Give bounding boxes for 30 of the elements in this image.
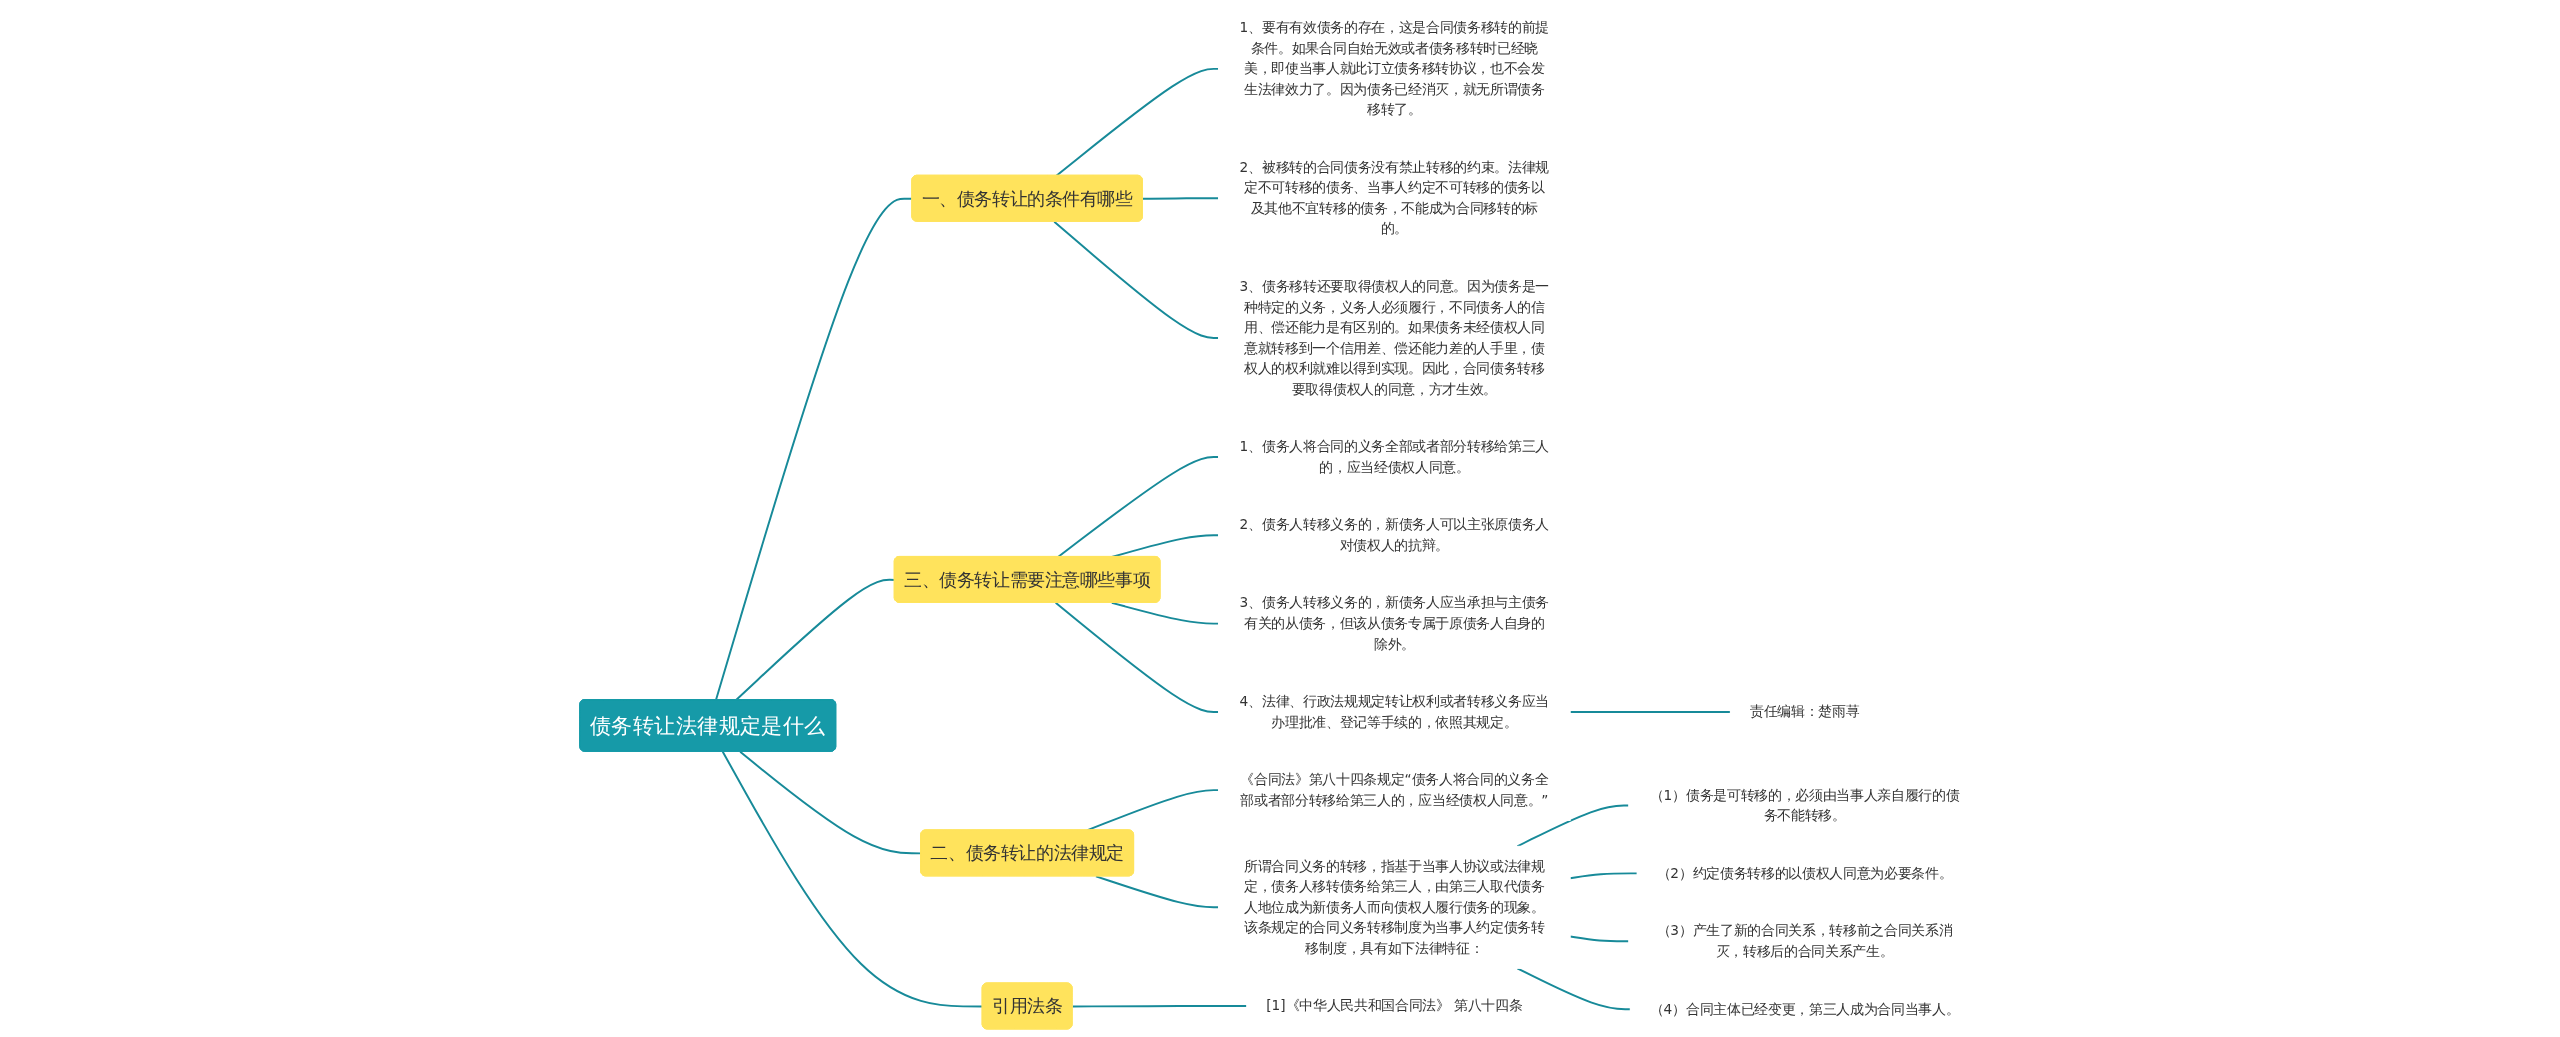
connector [1054, 601, 1220, 713]
connector [1569, 872, 1638, 880]
node-text: 责任编辑：楚雨荨 [1749, 703, 1860, 720]
connector [1056, 456, 1220, 558]
node-text: 2、债务人转移义务的，新债务人可以主张原债务人对债权人的抗辩。 [1239, 516, 1550, 553]
connector [1569, 711, 1732, 713]
connector [1110, 601, 1220, 625]
node-text: 2、被移转的合同债务没有禁止转移的约束。法律规定不可转移的债务、当事人约定不可转移的债务以及其他不宜转移的债务，不能成为合同移转的标的。 [1239, 159, 1550, 237]
node-text: 1、要有有效债务的存在，这是合同债务移转的前提条件。如果合同自始无效或者债务移转时已经晓美，即使当事人就此订立债务移转协议，也不会发生法律效力了。因为债务已经消灭，就无所谓债务移转了。 [1239, 19, 1550, 118]
node-text: （1）债务是可转移的，必须由当事人亲自履行的债务不能转移。 [1649, 786, 1960, 824]
node-text: 《合同法》第八十四条规定“债务人将合同的义务全部或者部分转移给第三人的，应当经债权人同意。” [1240, 771, 1549, 808]
connector [735, 578, 896, 701]
connector [1094, 875, 1220, 909]
node-text: 3、债务人转移义务的，新债务人应当承担与主债务有关的从债务，但该从债务专属于原债务人自身的除外。 [1239, 594, 1550, 652]
node-text: 1、债务人将合同的义务全部或者部分转移给第三人的，应当经债权人同意。 [1239, 438, 1550, 475]
connector [1053, 220, 1220, 339]
connector [1569, 935, 1630, 943]
connector [1055, 67, 1220, 177]
node-text: 3、债务移转还要取得债权人的同意。因为债务是一种特定的义务，义务人必须履行，不同债务人的信用、偿还能力是有区别的。如果债务未经债权人同意就转移到一个信用差、偿还能力差的人手里，债权人的权利就难以得到实现。因此，合同债务转移要取得债权人的同意，方才生效。 [1239, 278, 1550, 397]
node-text: [1]《中华人民共和国合同法》 第八十四条 [1266, 997, 1523, 1014]
connector [721, 750, 984, 1008]
connector [1516, 967, 1632, 1011]
connector [1516, 804, 1630, 848]
node-text: （4）合同主体已经变更，第三人成为合同当事人。 [1649, 1000, 1960, 1017]
connector [1141, 197, 1220, 200]
node-text: （3）产生了新的合同关系，转移前之合同关系消灭，转移后的合同关系产生。 [1656, 922, 1953, 959]
node-text: 4、法律、行政法规规定转让权利或者转移义务应当办理批准、登记等手续的，依照其规定。 [1239, 693, 1550, 730]
connector [1071, 1005, 1248, 1008]
node-text: （2）约定债务转移的以债权人同意为必要条件。 [1656, 865, 1953, 881]
node-text: 所谓合同义务的转移，指基于当事人协议或法律规定，债务人移转债务给第三人，由第三人取代债务人地位成为新债务人而向债权人履行债务的现象。该条规定的合同义务转移制度为当事人约定债务转移制度，具有如下法律特征： [1243, 858, 1545, 956]
